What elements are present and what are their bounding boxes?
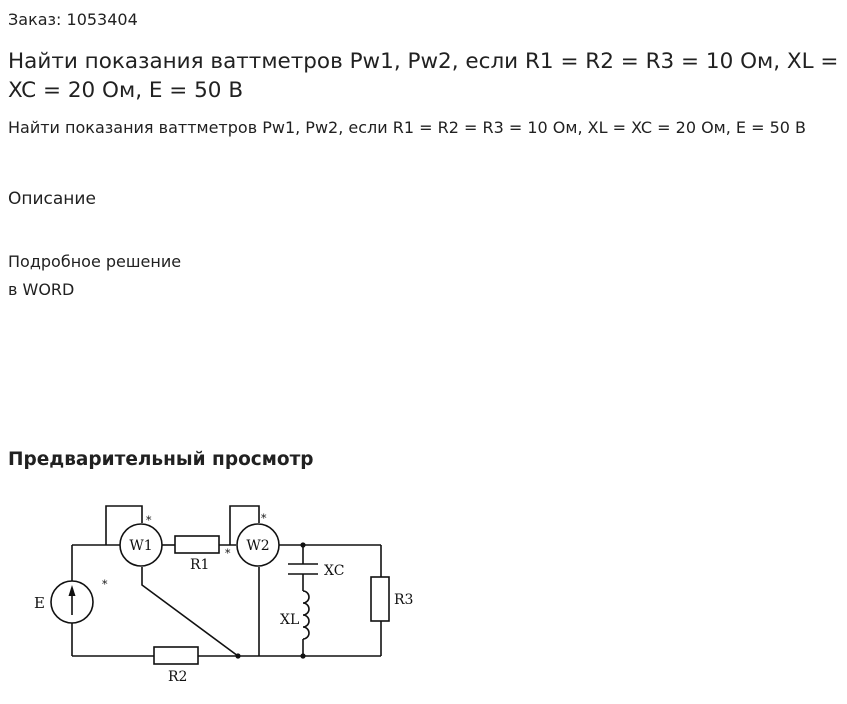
label-xc: XC [324, 563, 344, 579]
order-number: Заказ: 1053404 [8, 10, 138, 29]
label-w1: W1 [129, 538, 152, 554]
junction-dot-top [300, 542, 306, 548]
junction-dot-diagonal [235, 653, 241, 659]
star-w2-voltage: * [225, 547, 231, 560]
w1-voltage-lead [141, 567, 239, 657]
source-arrow-head [68, 585, 76, 596]
description-heading: Описание [8, 189, 96, 209]
preview-heading: Предварительный просмотр [8, 449, 314, 470]
task-statement: Найти показания ваттметров Pw1, Pw2, есл… [8, 118, 807, 137]
page-title: Найти показания ваттметров Pw1, Pw2, есл… [8, 49, 839, 103]
description-line-1: Подробное решение [8, 252, 182, 271]
label-r2: R2 [168, 669, 187, 685]
resistor-r1 [174, 535, 220, 554]
description-line-2: в WORD [8, 280, 75, 299]
wattmeter-w1-symbol [119, 523, 163, 567]
label-w2: W2 [246, 538, 269, 554]
w2-coil-loop [229, 505, 260, 545]
resistor-r3 [370, 576, 390, 622]
star-w1-current: * [146, 514, 152, 527]
description-body: Подробное решение в WORD [8, 248, 181, 304]
label-r1: R1 [190, 557, 209, 573]
label-r3: R3 [394, 592, 413, 608]
star-w1-voltage: * [102, 578, 108, 591]
label-xl: XL [280, 612, 299, 628]
wattmeter-w2-symbol [236, 523, 280, 567]
resistor-r2 [153, 646, 199, 665]
circuit-diagram: E W1 W2 R1 R2 R3 XC XL * * * * [34, 505, 413, 685]
label-e: E [34, 594, 45, 612]
inductor-coil [302, 590, 310, 640]
w1-coil-loop [105, 505, 143, 545]
star-w2-current: * [261, 512, 267, 525]
junction-dot-bottom [300, 653, 306, 659]
